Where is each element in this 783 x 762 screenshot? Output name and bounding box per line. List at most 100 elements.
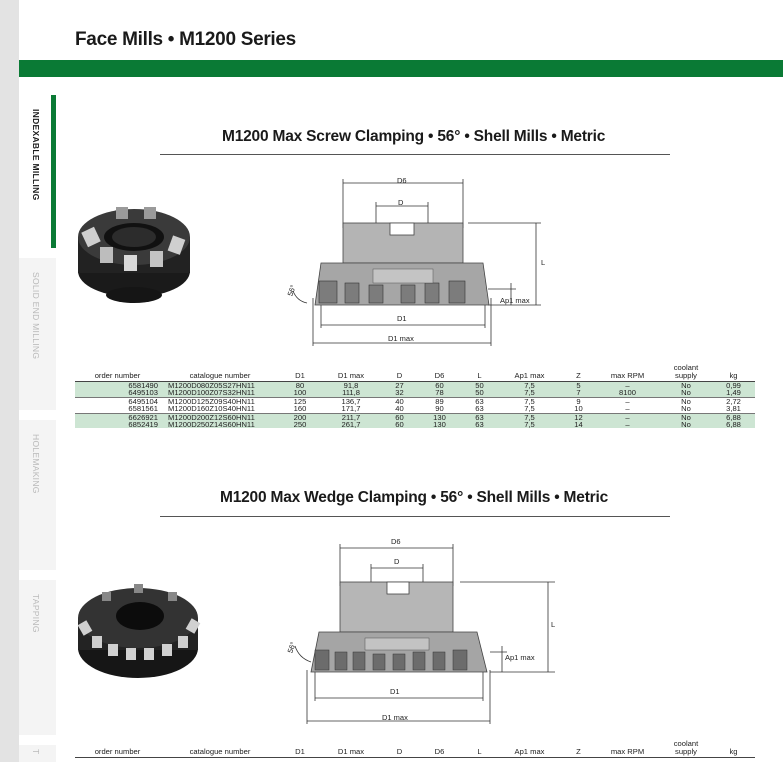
table-cell: No xyxy=(681,396,691,406)
table-cell: 130 xyxy=(417,413,462,422)
table-cell: 14 xyxy=(562,421,595,429)
col-header: Ap1 max xyxy=(497,364,562,382)
dim-label-d1: D1 xyxy=(397,314,407,323)
table-cell: 60 xyxy=(382,413,417,422)
dim-label-d: D xyxy=(398,198,404,207)
table-cell: 63 xyxy=(462,421,497,429)
table-cell: – xyxy=(595,421,660,429)
table-cell: – xyxy=(595,413,660,422)
table-cell: 80 xyxy=(280,381,320,390)
dim-label-d1-max: D1 max xyxy=(382,713,408,722)
table-cell: No xyxy=(660,413,712,422)
table-cell: M1200D200Z12S60HN11 xyxy=(160,413,280,422)
table-cell: M1200D100Z07S32HN11 xyxy=(160,389,280,398)
dim-label-d6: D6 xyxy=(397,176,407,185)
table-cell: 100 xyxy=(280,389,320,398)
shell-mill-drawing-wedge xyxy=(294,544,555,724)
table-cell: 125 xyxy=(293,396,307,406)
table-cell: 6626921 xyxy=(75,413,160,422)
table-cell: 50 xyxy=(462,381,497,390)
section-title-rule xyxy=(160,516,670,517)
table-cell: 89 xyxy=(435,396,444,406)
col-header: D xyxy=(382,364,417,382)
table-cell: No xyxy=(660,389,712,398)
col-header: D6 xyxy=(417,364,462,382)
table-cell: 6581561 xyxy=(75,405,160,414)
dim-label-l: L xyxy=(551,620,556,629)
col-header: Z xyxy=(562,364,595,382)
side-tab-label: T xyxy=(31,749,41,755)
table-cell: 171,7 xyxy=(320,405,382,414)
side-tab-label: SOLID END MILLING xyxy=(31,272,41,360)
table-cell: M1200D160Z10S40HN11 xyxy=(160,405,280,414)
table-cell: 63 xyxy=(475,396,484,406)
face-mill-photo xyxy=(78,207,190,303)
table-cell: – xyxy=(595,405,660,414)
header-green-band xyxy=(19,60,783,77)
dim-label-ap1-max: Ap1 max xyxy=(505,653,535,662)
table-cell: 7,5 xyxy=(497,381,562,390)
section-title-rule xyxy=(160,154,670,155)
col-header: order number xyxy=(75,740,160,758)
side-tab-partial[interactable]: T xyxy=(19,745,56,762)
table-cell: 10 xyxy=(562,405,595,414)
side-tab-solid-end-milling[interactable]: SOLID END MILLING xyxy=(19,258,56,410)
col-header: D6 xyxy=(417,740,462,758)
side-tab-label: TAPPING xyxy=(31,594,41,633)
table-cell: No xyxy=(660,421,712,429)
col-header: D1 max xyxy=(320,364,382,382)
table-cell: 78 xyxy=(417,389,462,398)
col-header: D1 xyxy=(280,364,320,382)
side-tab-holemaking[interactable]: HOLEMAKING xyxy=(19,420,56,570)
table-cell: 250 xyxy=(280,421,320,429)
table-header-row: order number catalogue number D1 D1 max … xyxy=(75,364,755,382)
col-header: D xyxy=(382,740,417,758)
side-tab-tapping[interactable]: TAPPING xyxy=(19,580,56,735)
dim-label-ap1-max: Ap1 max xyxy=(500,296,530,305)
col-header: kg xyxy=(712,740,755,758)
table-cell: 6,88 xyxy=(712,421,755,429)
shell-mill-drawing-screw xyxy=(292,179,541,346)
table-cell: 60 xyxy=(382,421,417,429)
table-cell: 7,5 xyxy=(497,405,562,414)
table-cell: 6,88 xyxy=(712,413,755,422)
table-cell: 7 xyxy=(562,389,595,398)
table-cell: – xyxy=(625,396,630,406)
table-cell: 6852419 xyxy=(75,421,160,429)
table-cell: 6581490 xyxy=(75,381,160,390)
dim-label-d: D xyxy=(394,557,400,566)
section-title-screw-clamping: M1200 Max Screw Clamping • 56° • Shell M… xyxy=(222,128,606,145)
table-cell: No xyxy=(660,381,712,390)
col-header: L xyxy=(462,740,497,758)
table-cell: 60 xyxy=(417,381,462,390)
table-cell: 32 xyxy=(382,389,417,398)
table-cell: 6495104 xyxy=(128,396,158,406)
table-cell: 63 xyxy=(462,405,497,414)
table-cell: M1200D125Z09S40HN11 xyxy=(168,396,255,406)
page-title: Face Mills • M1200 Series xyxy=(75,29,296,50)
table-cell: 0,99 xyxy=(712,381,755,390)
left-margin-strip xyxy=(0,0,19,762)
table-cell: 9 xyxy=(576,396,581,406)
table-cell: 91,8 xyxy=(320,381,382,390)
side-tab-label: HOLEMAKING xyxy=(31,434,41,494)
table-cell: 27 xyxy=(382,381,417,390)
table-cell: No xyxy=(660,405,712,414)
table-cell: 40 xyxy=(395,396,404,406)
table-cell: – xyxy=(595,381,660,390)
table-cell: 5 xyxy=(562,381,595,390)
col-header: order number xyxy=(75,364,160,382)
face-mill-wedge-photo xyxy=(77,584,201,678)
col-header: D1 xyxy=(280,740,320,758)
side-tab-indexable-milling[interactable]: INDEXABLE MILLING xyxy=(19,95,56,248)
table-cell: 130 xyxy=(417,421,462,429)
table-cell: 6495103 xyxy=(75,389,160,398)
section-title-wedge-clamping: M1200 Max Wedge Clamping • 56° • Shell M… xyxy=(220,489,609,506)
col-header: L xyxy=(462,364,497,382)
table-cell: 8100 xyxy=(595,389,660,398)
table-cell: 12 xyxy=(562,413,595,422)
